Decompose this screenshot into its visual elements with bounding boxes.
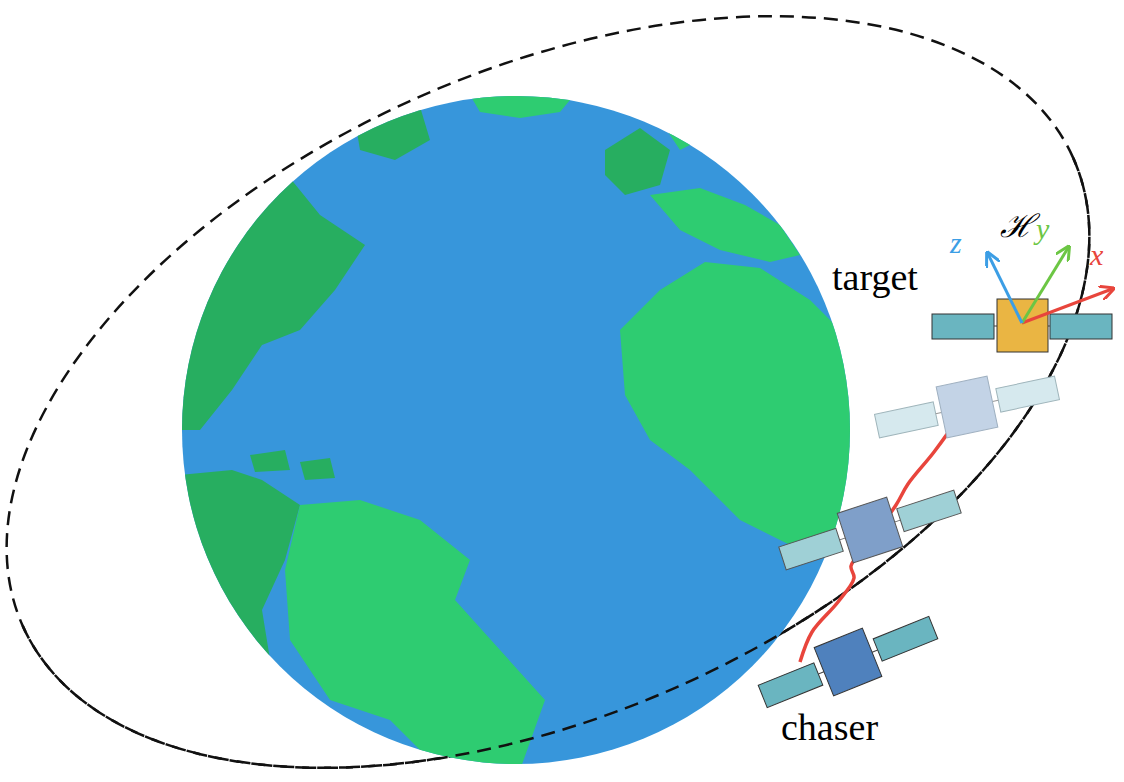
axis-label-box: y	[1036, 212, 1049, 247]
chaser-label-box: chaser	[781, 706, 878, 750]
axis-label: y	[1036, 212, 1049, 247]
satellite-mid	[774, 477, 965, 583]
frame-symbol: ℋ	[1000, 208, 1034, 245]
frame-symbol-box: ℋ	[1000, 208, 1034, 245]
target-satellite	[932, 299, 1112, 352]
axis-label-box: z	[950, 226, 962, 261]
chaser-label: chaser	[781, 706, 878, 750]
axis-label: z	[950, 226, 962, 261]
orbit-front	[23, 158, 1124, 782]
satellite-ghost	[872, 362, 1063, 451]
chaser-satellite	[753, 603, 943, 720]
target-label-box: target	[832, 256, 918, 300]
target-label: target	[832, 256, 918, 300]
axis-label-box: x	[1090, 238, 1103, 273]
earth	[180, 82, 852, 770]
axis-label: x	[1090, 238, 1103, 273]
